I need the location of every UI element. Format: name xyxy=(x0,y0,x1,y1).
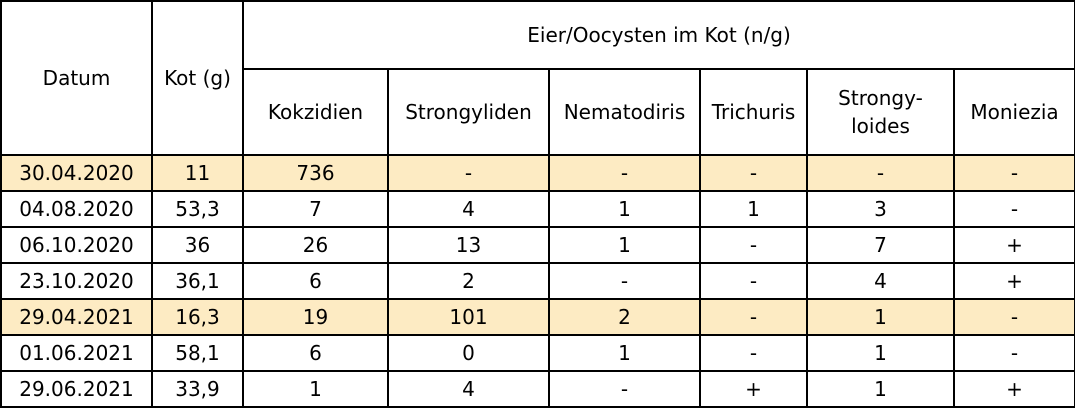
kot-cell: 36,1 xyxy=(151,262,244,300)
datum-cell: 29.04.2021 xyxy=(0,298,153,336)
trichuris-cell: - xyxy=(699,298,808,336)
strongyliden-cell: 0 xyxy=(387,334,550,372)
kokzidien-cell: 7 xyxy=(242,190,389,228)
kot-cell: 36 xyxy=(151,226,244,264)
trichuris-cell: 1 xyxy=(699,190,808,228)
nematodiris-cell: 1 xyxy=(548,226,701,264)
column-header-trichuris: Trichuris xyxy=(699,68,808,156)
trichuris-cell: - xyxy=(699,226,808,264)
moniezia-cell: + xyxy=(952,262,1075,300)
strongyloides-cell: - xyxy=(806,154,955,192)
trichuris-cell: - xyxy=(699,262,808,300)
moniezia-cell: - xyxy=(952,190,1075,228)
strongyloides-cell: 1 xyxy=(806,334,955,372)
kokzidien-cell: 26 xyxy=(242,226,389,264)
kot-cell: 58,1 xyxy=(151,334,244,372)
moniezia-cell: - xyxy=(952,154,1075,192)
datum-cell: 04.08.2020 xyxy=(0,190,153,228)
datum-cell: 29.06.2021 xyxy=(0,370,153,408)
kot-cell: 11 xyxy=(151,154,244,192)
moniezia-cell: - xyxy=(952,298,1075,336)
moniezia-cell: + xyxy=(952,370,1075,408)
column-header-kokzidien: Kokzidien xyxy=(242,68,389,156)
strongyliden-cell: 2 xyxy=(387,262,550,300)
kokzidien-cell: 1 xyxy=(242,370,389,408)
nematodiris-cell: 1 xyxy=(548,190,701,228)
egg-count-table: Datum Kot (g) Eier/Oocysten im Kot (n/g)… xyxy=(0,0,1075,408)
strongyloides-cell: 4 xyxy=(806,262,955,300)
kot-header: Kot (g) xyxy=(151,0,244,156)
kokzidien-cell: 6 xyxy=(242,334,389,372)
trichuris-cell: - xyxy=(699,154,808,192)
datum-cell: 01.06.2021 xyxy=(0,334,153,372)
column-header-strongyloides: Strongy- loides xyxy=(806,68,955,156)
strongyloides-cell: 1 xyxy=(806,370,955,408)
moniezia-cell: + xyxy=(952,226,1075,264)
kokzidien-cell: 19 xyxy=(242,298,389,336)
strongyloides-cell: 3 xyxy=(806,190,955,228)
column-header-moniezia: Moniezia xyxy=(952,68,1075,156)
strongyliden-cell: - xyxy=(387,154,550,192)
strongyloides-cell: 7 xyxy=(806,226,955,264)
strongyliden-cell: 101 xyxy=(387,298,550,336)
strongyliden-cell: 4 xyxy=(387,190,550,228)
kot-cell: 33,9 xyxy=(151,370,244,408)
group-header: Eier/Oocysten im Kot (n/g) xyxy=(241,0,1075,70)
strongyloides-cell: 1 xyxy=(806,298,955,336)
kot-cell: 53,3 xyxy=(151,190,244,228)
datum-cell: 23.10.2020 xyxy=(0,262,153,300)
nematodiris-cell: 1 xyxy=(548,334,701,372)
kokzidien-cell: 736 xyxy=(242,154,389,192)
nematodiris-cell: 2 xyxy=(548,298,701,336)
strongyliden-cell: 13 xyxy=(387,226,550,264)
datum-cell: 30.04.2020 xyxy=(0,154,153,192)
nematodiris-cell: - xyxy=(548,370,701,408)
kot-cell: 16,3 xyxy=(151,298,244,336)
column-header-nematodiris: Nematodiris xyxy=(548,68,701,156)
datum-header: Datum xyxy=(0,0,153,156)
trichuris-cell: - xyxy=(699,334,808,372)
moniezia-cell: - xyxy=(952,334,1075,372)
nematodiris-cell: - xyxy=(548,154,701,192)
trichuris-cell: + xyxy=(699,370,808,408)
strongyliden-cell: 4 xyxy=(387,370,550,408)
nematodiris-cell: - xyxy=(548,262,701,300)
datum-cell: 06.10.2020 xyxy=(0,226,153,264)
column-header-strongyliden: Strongyliden xyxy=(387,68,550,156)
kokzidien-cell: 6 xyxy=(242,262,389,300)
